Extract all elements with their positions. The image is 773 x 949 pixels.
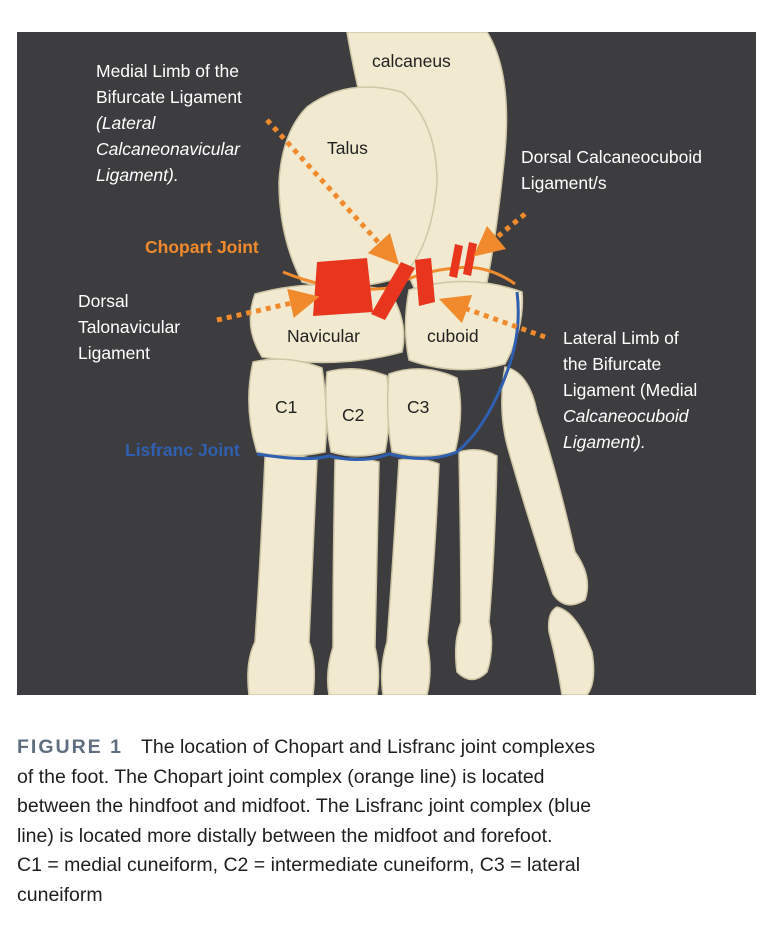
talus-bone [278, 86, 438, 288]
medial-limb-ligament [371, 262, 415, 320]
caption-line-1: The location of Chopart and Lisfranc joi… [140, 736, 596, 758]
metatarsal-3 [380, 457, 440, 695]
metatarsal-2 [326, 457, 380, 695]
caption-line-6: cuneiform [17, 883, 103, 906]
navicular-label: Navicular [287, 326, 360, 346]
arrow-dorsal-calcaneocuboid [473, 212, 527, 257]
dorsal-calcaneocuboid-1 [449, 244, 463, 278]
caption-line-5: C1 = medial cuneiform, C2 = intermediate… [17, 854, 581, 876]
caption-line-3: between the hindfoot and midfoot. The Li… [17, 795, 592, 817]
talus-label: Talus [327, 138, 368, 158]
calcaneus-label: calcaneus [372, 51, 451, 71]
medial-limb-label: Medial Limb of the Bifurcate Ligament (L… [96, 61, 242, 185]
c1-bone [248, 358, 328, 457]
c3-label: C3 [407, 397, 430, 417]
arrow-medial-limb [265, 118, 400, 266]
dorsal-calcaneocuboid-label: Dorsal Calcaneocuboid Ligament/s [521, 147, 702, 193]
ligaments [313, 242, 477, 320]
phalanx-5 [547, 606, 595, 695]
lisfranc-joint-line [256, 291, 520, 461]
c1-label: C1 [275, 397, 298, 417]
c2-bone [324, 368, 390, 457]
metatarsal-5 [501, 366, 589, 606]
cuboid-label: cuboid [427, 326, 479, 346]
pointer-arrows [216, 118, 546, 340]
arrow-lateral-limb [438, 294, 546, 340]
lisfranc-joint-label: Lisfranc Joint [125, 440, 240, 460]
cuboid-bone [404, 280, 524, 371]
metatarsal-4 [454, 449, 498, 681]
caption-line-4: line) is located more distally between t… [17, 824, 553, 847]
lateral-limb-label: Lateral Limb of the Bifurcate Ligament (… [563, 328, 698, 452]
foot-illustration [17, 32, 756, 695]
c2-label: C2 [342, 405, 365, 425]
talonavicular-ligament [313, 258, 373, 316]
figure-caption: FIGURE 1 The location of Chopart and Lisf… [17, 733, 757, 910]
bones [247, 32, 595, 695]
metatarsal-1 [247, 454, 318, 695]
caption-line-2: of the foot. The Chopart joint complex (… [17, 765, 545, 788]
chopart-joint-label: Chopart Joint [145, 237, 259, 257]
lateral-limb-ligament [415, 258, 435, 306]
dorsal-talonavicular-label: Dorsal Talonavicular Ligament [78, 291, 181, 363]
foot-diagram: calcaneus Talus Navicular cuboid C1 C2 C… [17, 32, 756, 695]
figure-number: FIGURE 1 [17, 736, 123, 758]
